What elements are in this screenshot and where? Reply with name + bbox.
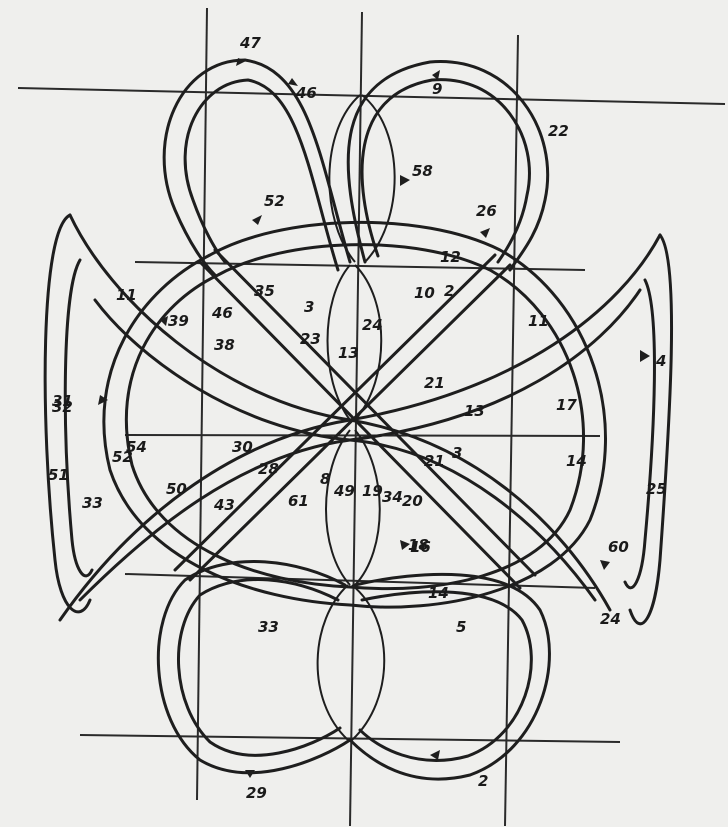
crossing-label: 29 bbox=[246, 784, 267, 802]
crossing-label: 14 bbox=[566, 452, 587, 470]
bottom-lens-left bbox=[318, 585, 348, 740]
crossing-label: 35 bbox=[254, 282, 275, 300]
top-right-loop-inner bbox=[362, 80, 529, 262]
crossing-label: 47 bbox=[239, 34, 261, 52]
crossing-label: 17 bbox=[556, 396, 577, 414]
crossing-label: 60 bbox=[608, 538, 629, 556]
crossing-label: 4 bbox=[655, 352, 666, 370]
arrow-marker bbox=[480, 228, 490, 238]
crossing-label: 13 bbox=[464, 402, 485, 420]
crossing-label: 21 bbox=[424, 452, 445, 470]
crossing-label: 12 bbox=[440, 248, 461, 266]
crossing-label: 58 bbox=[412, 162, 433, 180]
crossing-label: 33 bbox=[82, 494, 103, 512]
crossing-label: 14 bbox=[428, 584, 449, 602]
crossing-label: 28 bbox=[258, 460, 279, 478]
crossing-label: 46 bbox=[295, 84, 317, 102]
crossing-label: 25 bbox=[646, 480, 667, 498]
crossing-label: 21 bbox=[424, 374, 445, 392]
grid-v-1 bbox=[197, 8, 207, 800]
arrow-marker bbox=[600, 560, 610, 570]
top-lens-right bbox=[362, 95, 395, 262]
crossing-label: 30 bbox=[232, 438, 253, 456]
crossing-label: 24 bbox=[362, 316, 383, 334]
crossing-label: 52 bbox=[112, 448, 133, 466]
crossing-label: 51 bbox=[48, 466, 69, 484]
crossing-label: 13 bbox=[338, 344, 359, 362]
crossing-label: 52 bbox=[264, 192, 285, 210]
crossing-label: 49 bbox=[333, 482, 355, 500]
crossing-label: 2 bbox=[478, 772, 488, 790]
crossing-label: 22 bbox=[548, 122, 569, 140]
left-wing-inner bbox=[65, 260, 92, 576]
crossing-label: 19 bbox=[362, 482, 383, 500]
bottom-right-loop-outer bbox=[350, 574, 549, 779]
crossing-label: 61 bbox=[288, 492, 309, 510]
crossing-label: 5 bbox=[456, 618, 466, 636]
crossing-label: 2 bbox=[444, 282, 454, 300]
crossing-label: 11 bbox=[528, 312, 549, 330]
crossing-label: 3 bbox=[304, 298, 314, 316]
bottom-left-loop-inner bbox=[178, 580, 340, 756]
crossing-label: 32 bbox=[52, 398, 73, 416]
grid-h-3 bbox=[125, 435, 600, 436]
crossing-label: 38 bbox=[214, 336, 235, 354]
crossing-label: 9 bbox=[432, 80, 442, 98]
crossing-label: 34 bbox=[382, 488, 403, 506]
crossing-label: 8 bbox=[320, 470, 330, 488]
crossing-label: 3 bbox=[452, 444, 462, 462]
diagonal-band-b1 bbox=[60, 235, 660, 620]
crossing-label: 39 bbox=[168, 312, 189, 330]
crossing-label: 23 bbox=[300, 330, 321, 348]
direction-arrows bbox=[98, 58, 650, 778]
crossing-label: 11 bbox=[116, 286, 137, 304]
crossing-label: 18 bbox=[408, 536, 429, 554]
right-wing-inner bbox=[625, 280, 654, 588]
arrow-marker bbox=[400, 175, 410, 186]
arrow-marker bbox=[252, 215, 262, 225]
crossing-label: 43 bbox=[213, 496, 235, 514]
crossing-label: 46 bbox=[211, 304, 233, 322]
crossing-label: 33 bbox=[258, 618, 279, 636]
grid-v-3 bbox=[505, 35, 518, 826]
center-lens-lower-right bbox=[355, 430, 380, 585]
crossing-label: 50 bbox=[166, 480, 187, 498]
top-left-loop-inner bbox=[185, 80, 338, 270]
crossing-label: 20 bbox=[402, 492, 423, 510]
diagonal-band-d2 bbox=[175, 255, 495, 570]
crossing-label: 10 bbox=[414, 284, 435, 302]
center-lens-lower-left bbox=[326, 430, 350, 585]
diagonal-band-d1 bbox=[190, 265, 510, 580]
arrow-marker bbox=[640, 350, 650, 362]
crossing-label: 24 bbox=[600, 610, 621, 628]
knot-bands bbox=[45, 60, 671, 779]
arrow-marker bbox=[430, 750, 440, 760]
diagonal-band-c1 bbox=[200, 262, 520, 588]
diagonal-band-a1 bbox=[70, 215, 610, 610]
crossing-label: 26 bbox=[476, 202, 497, 220]
